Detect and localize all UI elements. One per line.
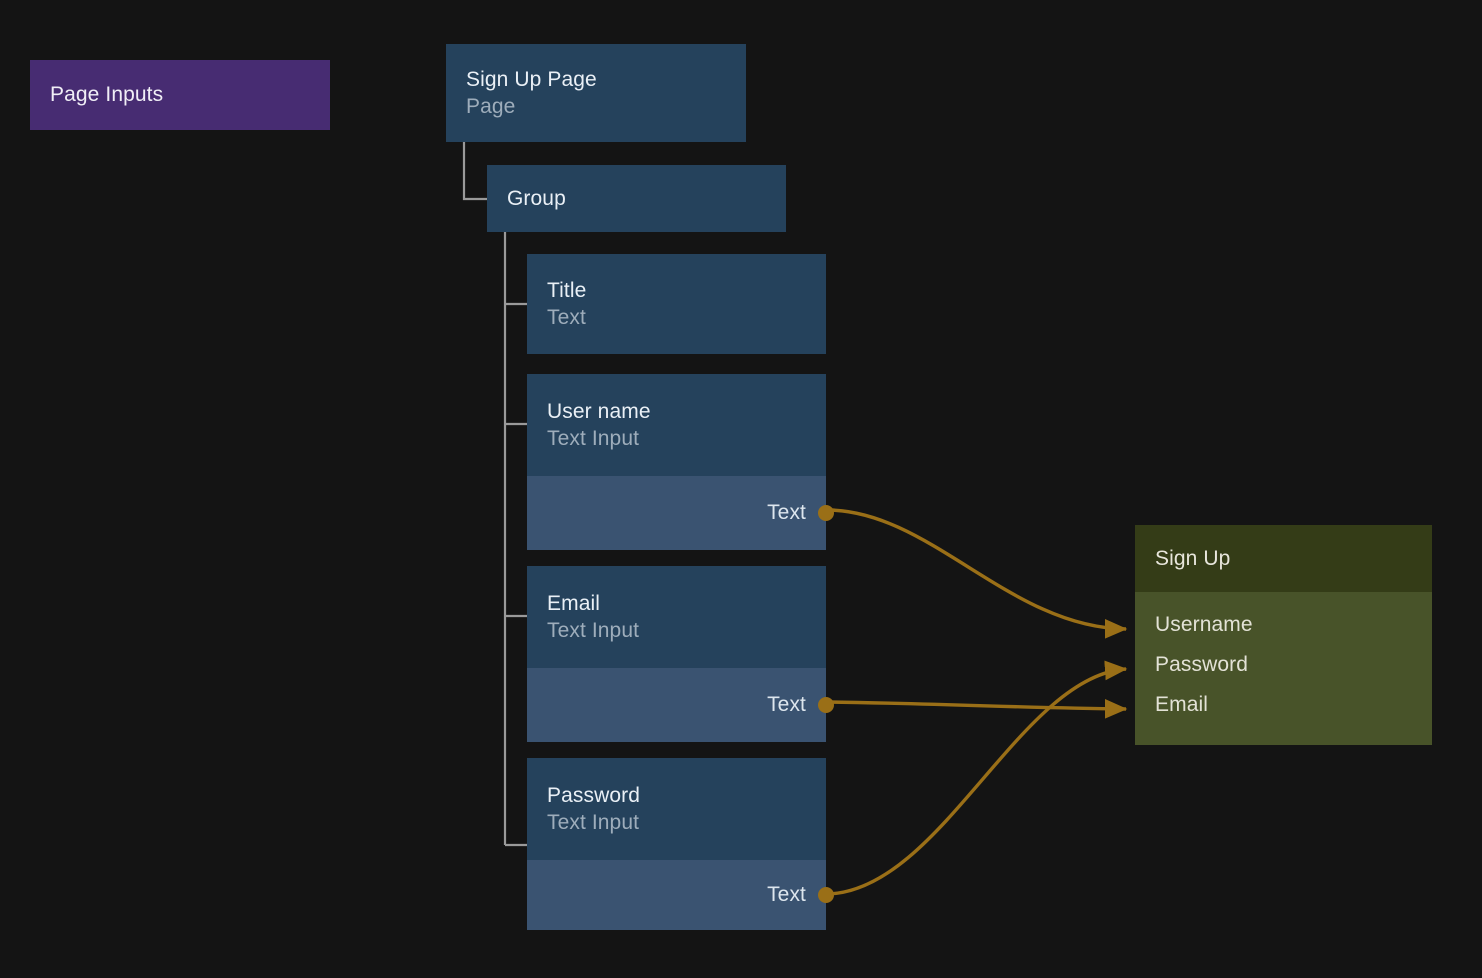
node-title-head: Title Text	[527, 277, 826, 331]
node-password-title: Password	[547, 784, 641, 807]
node-email-output-port[interactable]: Text	[527, 668, 834, 742]
node-user-name-subtitle: Text Input	[547, 427, 640, 450]
node-password-head: Password Text Input	[527, 758, 826, 860]
input-port-password-label: Password	[1155, 653, 1249, 676]
tree-branch-page-to-group	[462, 142, 487, 201]
node-title-title: Title	[547, 279, 587, 302]
node-user-name[interactable]: User name Text Input Text	[527, 374, 834, 550]
node-sign-up-page-subtitle: Page	[466, 95, 516, 118]
node-user-name-head: User name Text Input	[527, 374, 826, 476]
node-user-name-port-label: Text	[767, 501, 806, 524]
node-email-title: Email	[547, 592, 601, 615]
input-port-username[interactable]: Username	[1155, 605, 1432, 645]
input-port-email-label: Email	[1155, 693, 1209, 716]
input-port-email[interactable]: Email	[1155, 685, 1432, 725]
node-password[interactable]: Password Text Input Text	[527, 758, 834, 930]
node-email[interactable]: Email Text Input Text	[527, 566, 834, 742]
node-email-head: Email Text Input	[527, 566, 826, 668]
input-port-username-label: Username	[1155, 613, 1253, 636]
wire-username	[826, 508, 1128, 639]
node-sign-up-output[interactable]: Sign Up Username Password Email	[1135, 525, 1432, 745]
node-sign-up-page-title: Sign Up Page	[466, 68, 597, 91]
node-group-title: Group	[507, 187, 566, 210]
wire-email	[826, 698, 1128, 719]
node-sign-up-output-body: Username Password Email	[1135, 592, 1432, 745]
node-user-name-title: User name	[547, 400, 651, 423]
node-email-port-label: Text	[767, 693, 806, 716]
node-sign-up-page[interactable]: Sign Up Page Page	[446, 44, 746, 142]
node-group[interactable]: Group	[487, 165, 786, 232]
node-password-subtitle: Text Input	[547, 811, 640, 834]
page-inputs-chip[interactable]: Page Inputs	[30, 60, 330, 130]
node-group-head: Group	[487, 185, 786, 212]
node-title-subtitle: Text	[547, 306, 586, 329]
node-password-port-label: Text	[767, 883, 806, 906]
output-port-dot[interactable]	[818, 887, 834, 903]
page-inputs-label: Page Inputs	[50, 83, 164, 106]
wire-password	[826, 660, 1128, 896]
node-user-name-output-port[interactable]: Text	[527, 476, 834, 550]
output-port-dot[interactable]	[818, 505, 834, 521]
output-port-dot[interactable]	[818, 697, 834, 713]
node-email-subtitle: Text Input	[547, 619, 640, 642]
node-sign-up-page-head: Sign Up Page Page	[446, 66, 746, 120]
node-title[interactable]: Title Text	[527, 254, 826, 354]
node-sign-up-output-header: Sign Up	[1135, 525, 1432, 592]
node-sign-up-output-title: Sign Up	[1155, 546, 1231, 570]
input-port-password[interactable]: Password	[1155, 645, 1432, 685]
node-password-output-port[interactable]: Text	[527, 860, 834, 930]
